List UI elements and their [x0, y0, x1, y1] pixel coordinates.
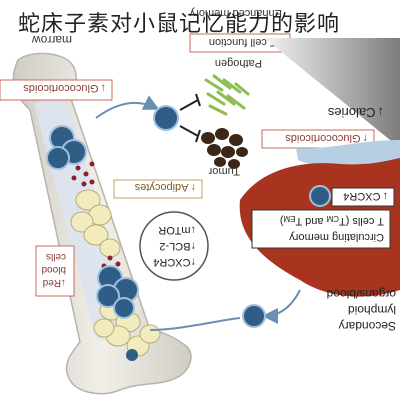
cxcr4-vessel-box — [331, 187, 395, 207]
svg-text:organs/blood: organs/blood — [327, 287, 396, 301]
effector-t-cell — [153, 105, 179, 131]
arrow-to-effector-t-cell — [95, 95, 160, 119]
red-blood-cells-box — [35, 245, 75, 297]
inhibit-tumor-line — [179, 125, 201, 143]
vessel-t-cell — [309, 185, 331, 207]
cxcr4-bcl2-mtor-labels: ↑CXCR4 ↑BCL-2 ↓mTOR — [153, 224, 196, 268]
pathogen-label: Pathogen — [215, 57, 262, 69]
svg-text:↓Red: ↓Red — [43, 277, 66, 288]
t-cell-cluster-bottom — [96, 265, 139, 319]
svg-text:Secondary: Secondary — [339, 319, 396, 333]
cxcr4-vessel-label: ↓CXCR4 — [343, 190, 388, 202]
svg-text:lymphoid: lymphoid — [348, 303, 396, 317]
svg-text:T cells (TCM and TEM): T cells (TCM and TEM) — [280, 214, 384, 227]
glucocorticoids-left-box — [0, 79, 113, 101]
tumor-cluster — [201, 128, 248, 169]
marrow-label-box — [0, 30, 80, 52]
pathogen-rods — [204, 74, 250, 116]
svg-text:Circulating memory: Circulating memory — [289, 231, 384, 243]
secondary-lymphoid-t-cell — [242, 304, 266, 328]
svg-text:↑BCL-2: ↑BCL-2 — [159, 240, 196, 252]
svg-text:↑CXCR4: ↑CXCR4 — [153, 256, 196, 268]
calories-label: ↓Calories — [327, 105, 384, 120]
glucocorticoids-left-label: ↓Glucocorticoids — [23, 82, 106, 94]
svg-text:cells: cells — [46, 251, 66, 262]
small-t-cell — [126, 349, 138, 361]
cxcr4-bcl2-mtor-circle — [139, 211, 209, 281]
svg-text:blood: blood — [42, 264, 66, 275]
calorie-triangle — [264, 38, 400, 148]
tumor-label: Tumor — [208, 165, 240, 177]
arrow-bone-to-secondary — [149, 317, 241, 331]
t-cell-cluster-top — [46, 125, 87, 170]
adipocytes-label: ↑Adipocytes — [134, 181, 196, 193]
svg-text:↓mTOR: ↓mTOR — [158, 224, 196, 236]
arrow-to-secondary-lymphoid — [262, 289, 301, 324]
marrow-label: marrow — [32, 33, 72, 47]
secondary-lymphoid-label: Secondary lymphoid organs/blood — [327, 287, 396, 333]
page-title: 蛇床子素对小鼠记忆能力的影响 — [18, 12, 341, 37]
circulating-memory-box — [251, 209, 391, 249]
glucocorticoids-right-label: ↑Glucocorticoids — [285, 132, 368, 144]
inhibit-pathogen-line — [179, 93, 201, 111]
circulating-memory-label: Circulating memory T cells (TCM and TEM) — [280, 214, 384, 243]
red-blood-cells-label: ↓Red blood cells — [42, 251, 66, 288]
adipocytes-box — [113, 179, 203, 199]
enhanced-memory-label: Enhanced memory — [189, 7, 282, 19]
